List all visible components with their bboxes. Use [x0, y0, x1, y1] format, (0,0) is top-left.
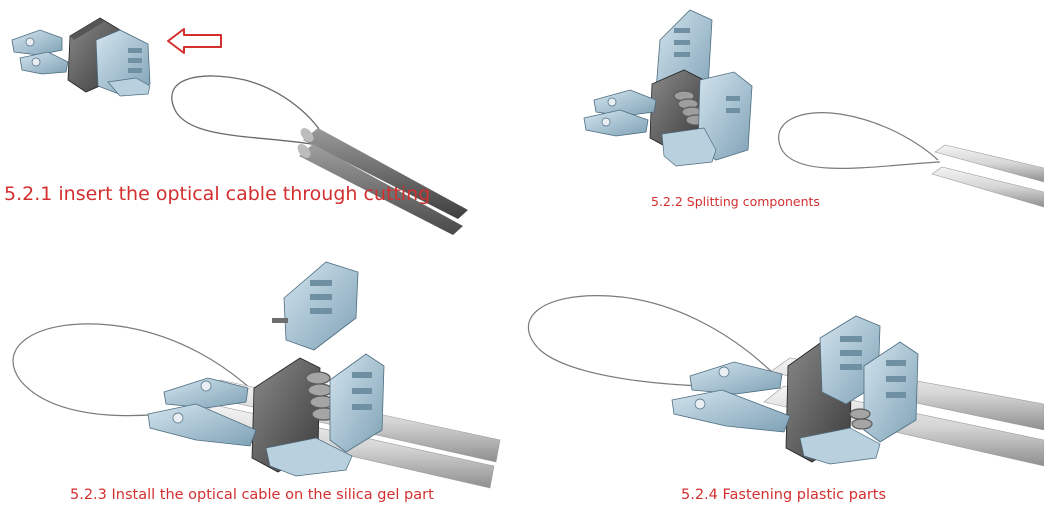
fiber-loop [778, 112, 941, 169]
fastened-assembly [671, 315, 919, 465]
fiber-loop [12, 323, 253, 417]
step-3-caption: 5.2.3 Install the optical cable on the s… [70, 487, 434, 503]
silica-gel-springs [673, 90, 707, 126]
optical-cable [297, 128, 468, 235]
clamp-assembly-small [11, 17, 151, 97]
silica-gel-assembly [147, 261, 385, 477]
silica-gel-springs [849, 408, 873, 430]
fiber-loop [171, 75, 326, 146]
step-1-illustration [11, 17, 468, 235]
step-2-caption: 5.2.2 Splitting components [651, 194, 820, 209]
step-4-illustration [527, 295, 1044, 467]
step-1-caption: 5.2.1 insert the optical cable through c… [4, 183, 431, 205]
step-2-illustration [583, 9, 1044, 208]
left-arrow-icon [167, 28, 222, 54]
step-3-illustration [12, 261, 501, 489]
step-4-caption: 5.2.4 Fastening plastic parts [681, 487, 887, 503]
optical-cable [931, 144, 1044, 208]
split-components [583, 9, 753, 167]
fiber-loop [527, 295, 781, 388]
